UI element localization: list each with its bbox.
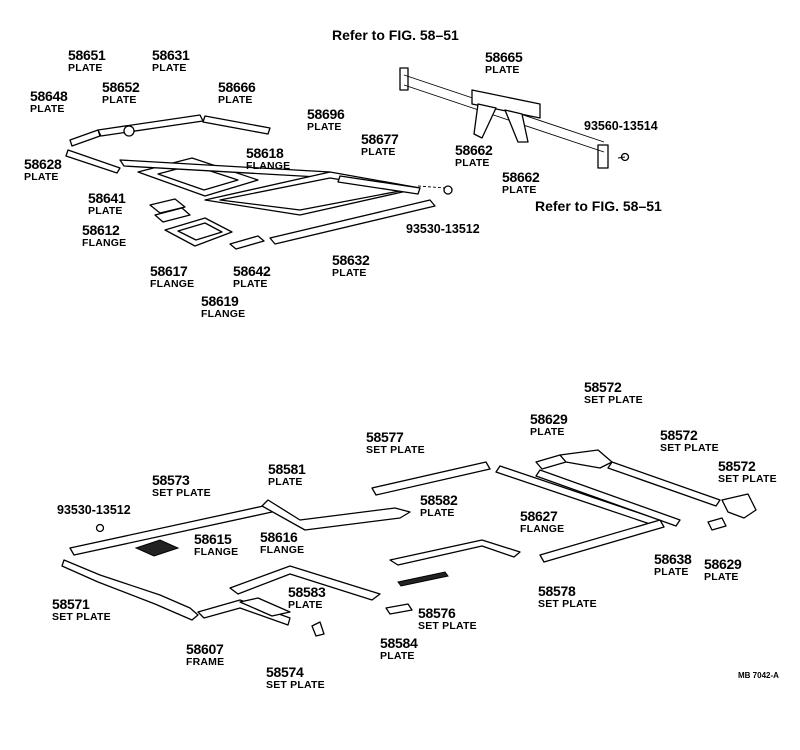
part-58677-drawing [337, 175, 421, 195]
bolt-93530-upper-drawing [417, 185, 453, 195]
part-58577-drawing [371, 461, 491, 496]
part-58617-drawing [164, 217, 233, 247]
ref-fig-bottom: Refer to FIG. 58–51 [535, 198, 662, 214]
part-58629-lower-drawing [707, 517, 727, 531]
part-58578-drawing [539, 519, 665, 563]
part-58607-drawing [197, 599, 291, 626]
label-93560: 93560-13514 [584, 119, 658, 133]
part-58628-drawing [65, 149, 121, 174]
part-58631-drawing [97, 114, 204, 137]
label-93530-upper: 93530-13512 [406, 222, 480, 236]
part-58582-drawing [389, 539, 521, 566]
bolt-93560-drawing [617, 152, 630, 162]
part-58584-drawing [385, 603, 413, 615]
part-58572-middle-drawing [607, 461, 721, 507]
part-58576-drawing [397, 571, 449, 587]
part-58615-drawing [134, 539, 180, 557]
part-58666-drawing [202, 115, 271, 135]
part-58651-drawing [69, 129, 101, 147]
part-58641-drawing [149, 198, 186, 214]
part-58574-drawing [239, 597, 291, 617]
diagram-code: MB 7042-A [738, 671, 779, 680]
part-58616-drawing [229, 565, 381, 601]
part-58652-drawing [123, 125, 135, 137]
part-58638-drawing [535, 469, 681, 527]
ref-fig-top: Refer to FIG. 58–51 [332, 27, 459, 43]
part-58583-drawing [311, 621, 325, 637]
part-58572-right-drawing [721, 493, 757, 519]
part-58632-drawing [269, 199, 436, 245]
part-58612-drawing [154, 207, 191, 223]
label-93530-lower: 93530-13512 [57, 503, 131, 517]
part-58572-upper-drawing [559, 449, 613, 469]
part-58665-drawing [399, 67, 609, 169]
part-58581-drawing [261, 499, 411, 531]
part-58571-drawing [61, 559, 199, 621]
part-58642-drawing [229, 235, 265, 250]
bolt-93530-lower-drawing [95, 523, 105, 533]
